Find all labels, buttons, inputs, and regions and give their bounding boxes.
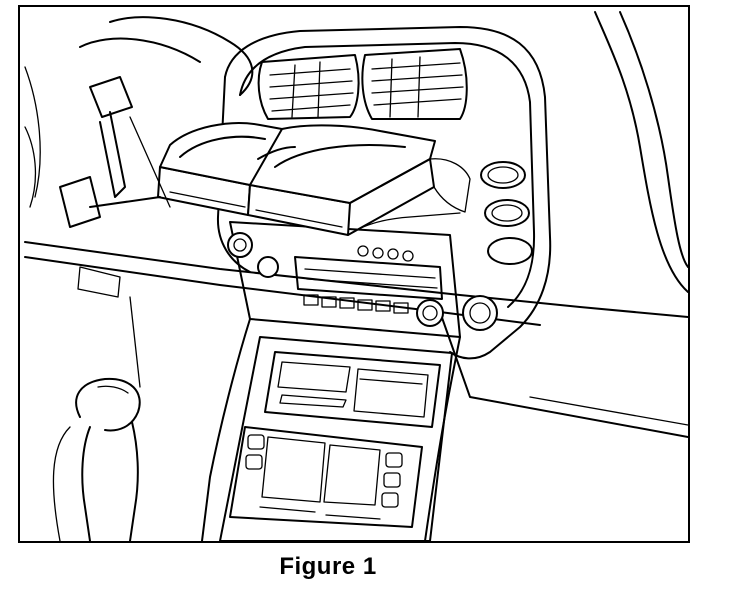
steering-column <box>59 76 171 388</box>
climate-control-panel <box>201 318 461 541</box>
air-vents <box>257 48 468 120</box>
dashboard <box>24 11 688 438</box>
gear-shifter <box>52 377 141 541</box>
cup-holder-tray <box>157 122 471 236</box>
center-bezel <box>216 26 552 360</box>
round-buttons <box>480 161 533 265</box>
figure-caption: Figure 1 <box>279 553 377 580</box>
dashboard-illustration <box>24 11 688 541</box>
figure-frame <box>18 5 690 543</box>
radio-unit <box>227 221 498 338</box>
